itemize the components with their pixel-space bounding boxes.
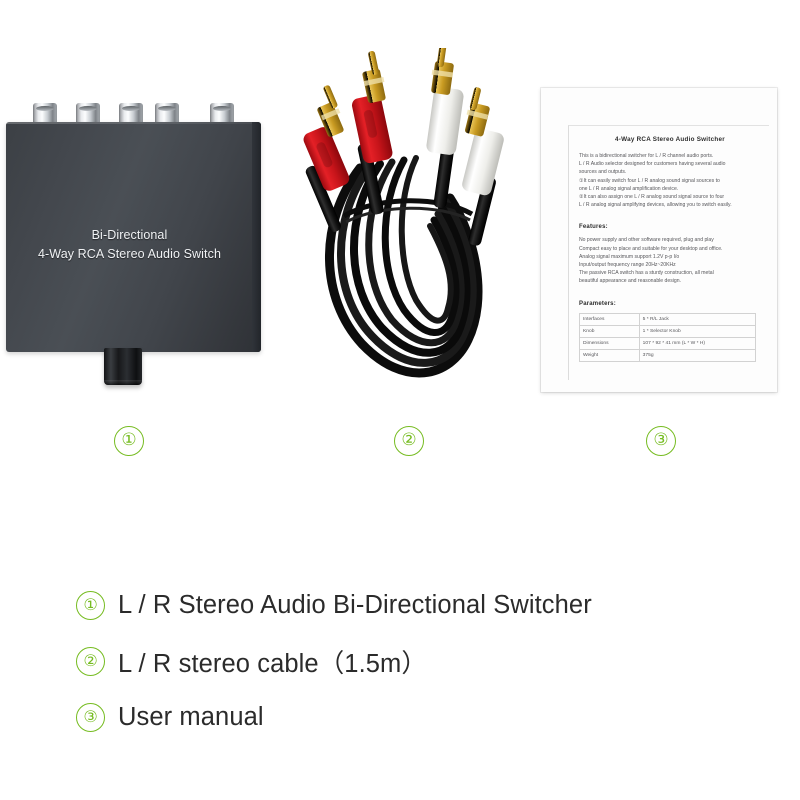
manual-parameters-table: Interfaces 5 * R/L Jack Knob 1 * Selecto… xyxy=(579,312,756,362)
list-item: ① L / R Stereo Audio Bi-Directional Swit… xyxy=(76,577,776,633)
param-value: 107 * 92 * 41 mm (L * W * H) xyxy=(638,336,756,350)
list-item: ③ User manual xyxy=(76,689,776,745)
param-value: 375g xyxy=(638,348,756,362)
param-key: Knob xyxy=(579,324,640,338)
legend-marker-3: ③ xyxy=(76,702,105,732)
manual-feature-line: beautiful appearance and reasonable desi… xyxy=(579,278,681,285)
manual-feature-line: Input/output frequency range 20Hz~20KHz xyxy=(579,262,676,269)
rca-connector-red xyxy=(303,85,350,232)
switch-box-body: Bi-Directional 4-Way RCA Stereo Audio Sw… xyxy=(6,122,261,352)
manual-intro-line: ②It can also assign one L / R analog sou… xyxy=(579,194,725,201)
manual-feature-line: The passive RCA switch has a sturdy cons… xyxy=(579,270,714,277)
manual-intro-line: L / R Audio selector designed for custom… xyxy=(579,161,726,168)
box-top-highlight xyxy=(6,122,261,124)
manual-page-content: 4-Way RCA Stereo Audio Switcher This is … xyxy=(568,125,769,380)
device-label-line2: 4-Way RCA Stereo Audio Switch xyxy=(37,247,222,261)
manual-feature-line: Analog signal maximum support 1.2V p-p I… xyxy=(579,253,680,260)
legend-marker-1: ① xyxy=(76,590,105,620)
manual-feature-line: Compact easy to place and suitable for y… xyxy=(579,245,723,252)
rca-cable-illustration xyxy=(303,48,504,378)
param-key: Weight xyxy=(579,348,640,362)
box-right-edge xyxy=(252,122,261,352)
marker-badge-3: ③ xyxy=(646,426,676,456)
cable-coil xyxy=(325,155,483,378)
rca-connector-white xyxy=(426,48,464,208)
legend-marker-2: ② xyxy=(76,646,105,676)
manual-features-heading: Features: xyxy=(579,224,608,231)
manual-intro-line: one L / R analog signal amplification de… xyxy=(579,185,679,192)
rca-connector-white xyxy=(462,87,504,246)
product-switch-box: Bi-Directional 4-Way RCA Stereo Audio Sw… xyxy=(0,95,290,395)
param-key: Interfaces xyxy=(579,312,640,326)
legend-label-1: L / R Stereo Audio Bi-Directional Switch… xyxy=(118,590,592,619)
manual-feature-line: No power supply and other software requi… xyxy=(579,237,714,244)
marker-badge-2: ② xyxy=(394,426,424,456)
manual-parameters-heading: Parameters: xyxy=(579,300,616,307)
device-label-line1: Bi-Directional xyxy=(91,228,168,242)
cable-tie xyxy=(342,198,474,224)
product-rca-cable xyxy=(300,48,530,398)
manual-title: 4-Way RCA Stereo Audio Switcher xyxy=(615,136,725,143)
legend-label-2: L / R stereo cable（1.5m） xyxy=(118,649,427,678)
manual-intro-line: L / R analog signal amplifying devices, … xyxy=(579,202,732,209)
table-row: Knob 1 * Selector Knob xyxy=(579,324,756,338)
table-row: Weight 375g xyxy=(579,348,756,362)
legend-label-3: User manual xyxy=(118,702,264,731)
marker-badge-1: ① xyxy=(114,426,144,456)
table-row: Dimensions 107 * 92 * 41 mm (L * W * H) xyxy=(579,336,756,350)
device-faceplate-label: Bi-Directional 4-Way RCA Stereo Audio Sw… xyxy=(6,226,253,264)
manual-intro-line: ①It can easily switch four L / R analog … xyxy=(579,177,720,184)
param-value: 5 * R/L Jack xyxy=(638,312,756,326)
selector-knob xyxy=(104,348,142,385)
table-row: Interfaces 5 * R/L Jack xyxy=(579,312,756,326)
rca-connector-red xyxy=(351,50,393,215)
manual-intro-line: This is a bidirectional switcher for L /… xyxy=(579,153,714,159)
manual-intro-line: sources and outputs. xyxy=(579,169,627,176)
param-value: 1 * Selector Knob xyxy=(638,324,756,338)
product-user-manual: 4-Way RCA Stereo Audio Switcher This is … xyxy=(541,88,777,392)
list-item: ② L / R stereo cable（1.5m） xyxy=(76,633,776,689)
legend-list: ① L / R Stereo Audio Bi-Directional Swit… xyxy=(76,577,776,745)
param-key: Dimensions xyxy=(579,336,640,350)
